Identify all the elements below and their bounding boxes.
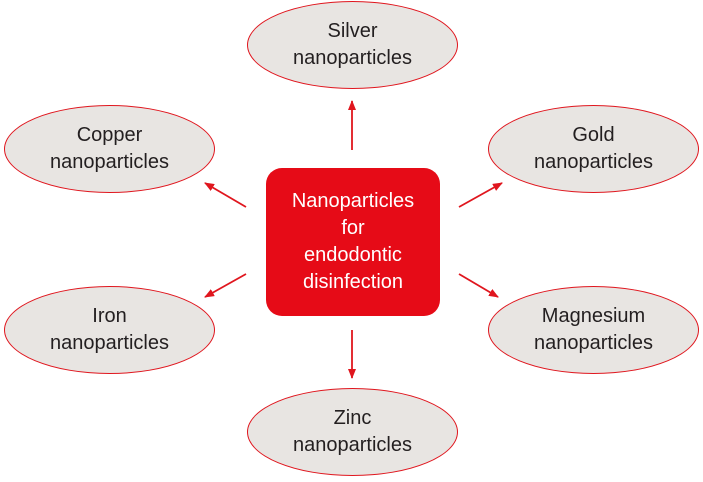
arrow-to-gold — [458, 182, 503, 208]
center-node: Nanoparticles for endodontic disinfectio… — [266, 168, 440, 316]
node-silver: Silver nanoparticles — [247, 1, 458, 89]
node-magnesium-label: Magnesium nanoparticles — [534, 305, 653, 354]
arrow-to-iron — [204, 273, 247, 298]
node-copper: Copper nanoparticles — [4, 105, 215, 193]
node-iron: Iron nanoparticles — [4, 286, 215, 374]
arrow-to-copper — [204, 182, 247, 208]
node-gold-label: Gold nanoparticles — [534, 124, 653, 173]
node-zinc: Zinc nanoparticles — [247, 388, 458, 476]
node-zinc-label: Zinc nanoparticles — [293, 407, 412, 456]
node-iron-label: Iron nanoparticles — [50, 305, 169, 354]
arrow-to-magnesium — [458, 273, 499, 298]
node-copper-label: Copper nanoparticles — [50, 124, 169, 173]
node-magnesium: Magnesium nanoparticles — [488, 286, 699, 374]
node-silver-label: Silver nanoparticles — [293, 20, 412, 69]
node-gold: Gold nanoparticles — [488, 105, 699, 193]
center-node-label: Nanoparticles for endodontic disinfectio… — [291, 190, 415, 293]
